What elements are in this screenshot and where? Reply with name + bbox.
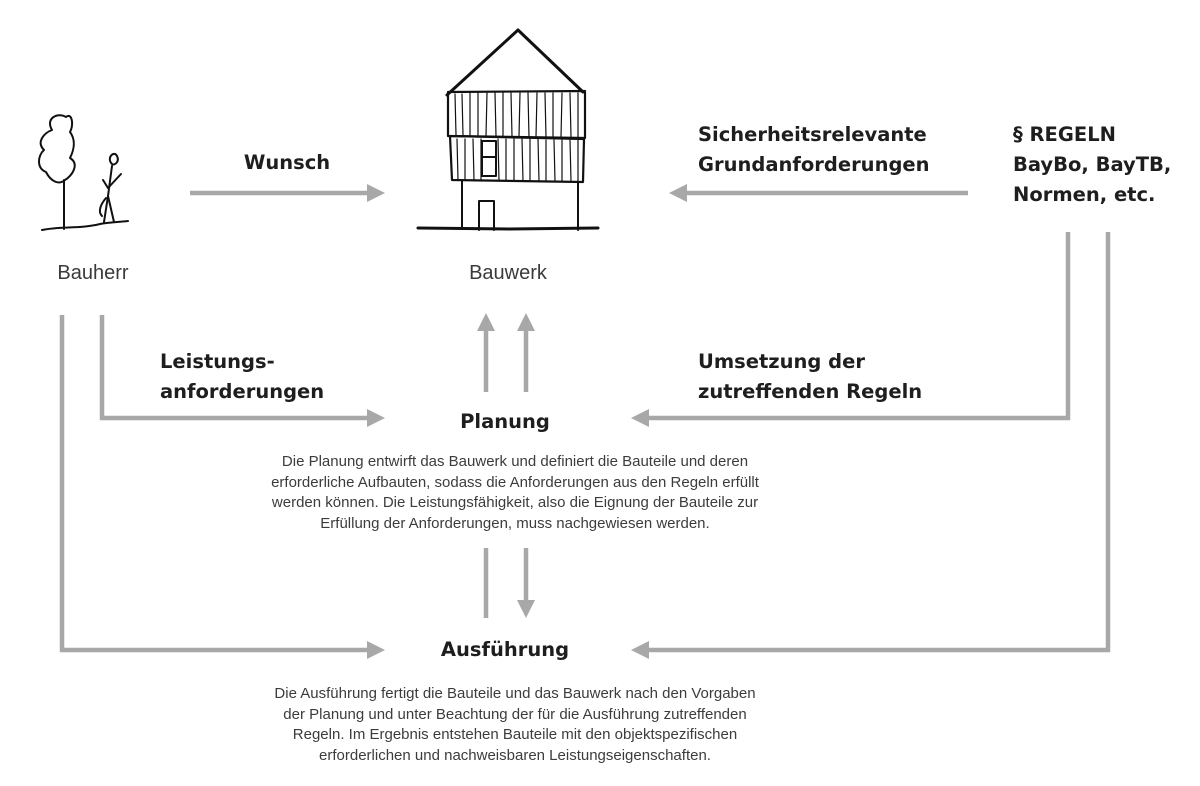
planung-text-line: Die Planung entwirft das Bauwerk und def… xyxy=(281,453,749,470)
planung-text-line: werden können. Die Leistungsfähigkeit, a… xyxy=(271,494,759,511)
umsetzung-label: Umsetzung der zutreffenden Regeln xyxy=(698,347,922,407)
ausfuehrung-text-line: Regeln. Im Ergebnis entstehen Bauteile m… xyxy=(292,726,738,743)
ausfuehrung-text-line: der Planung und unter Beachtung der für … xyxy=(283,705,747,723)
sicherheit-line2: Grundanforderungen xyxy=(698,153,930,176)
planung-description: Die Planung entwirft das Bauwerk und def… xyxy=(165,452,865,534)
planung-text-line: erforderliche Aufbauten, sodass die Anfo… xyxy=(271,473,759,491)
regeln-line3: Normen, etc. xyxy=(1013,183,1156,206)
arrow-bauherr-ausfuehrung xyxy=(59,315,385,659)
arrow-regeln-planung xyxy=(631,232,1071,427)
ausfuehrung-description: Die Ausführung fertigt die Bauteile und … xyxy=(165,684,865,766)
house-sketch-icon xyxy=(416,28,600,231)
planung-title: Planung xyxy=(460,410,550,433)
regeln-line1: § REGELN xyxy=(1013,123,1116,146)
regeln-label: § REGELN BayBo, BayTB, Normen, etc. xyxy=(1013,120,1171,210)
umsetzung-line2: zutreffenden Regeln xyxy=(698,380,923,403)
ausfuehrung-title: Ausführung xyxy=(440,638,570,661)
sicherheit-line1: Sicherheitsrelevante xyxy=(698,123,927,146)
bauherr-label: Bauherr xyxy=(57,262,129,284)
planung-text-line: Erfüllung der Anforderungen, muss nachge… xyxy=(320,514,710,532)
ausfuehrung-text-line: Die Ausführung fertigt die Bauteile und … xyxy=(274,685,756,702)
arrow-bauherr-planung xyxy=(99,315,385,427)
umsetzung-line1: Umsetzung der xyxy=(698,350,865,373)
bauwerk-label: Bauwerk xyxy=(469,262,547,284)
ausfuehrung-text-line: erforderlichen und nachweisbaren Leistun… xyxy=(319,746,711,764)
leistung-line2: anforderungen xyxy=(160,380,325,403)
leistung-line1: Leistungs- xyxy=(160,350,275,373)
wunsch-label: Wunsch xyxy=(243,151,331,174)
sicherheit-label: Sicherheitsrelevante Grundanforderungen xyxy=(698,120,930,180)
arrow-regeln-ausfuehrung xyxy=(631,232,1111,659)
regeln-line2: BayBo, BayTB, xyxy=(1013,153,1172,176)
tree-and-person-sketch-icon xyxy=(38,114,129,231)
leistung-label: Leistungs- anforderungen xyxy=(160,347,324,407)
